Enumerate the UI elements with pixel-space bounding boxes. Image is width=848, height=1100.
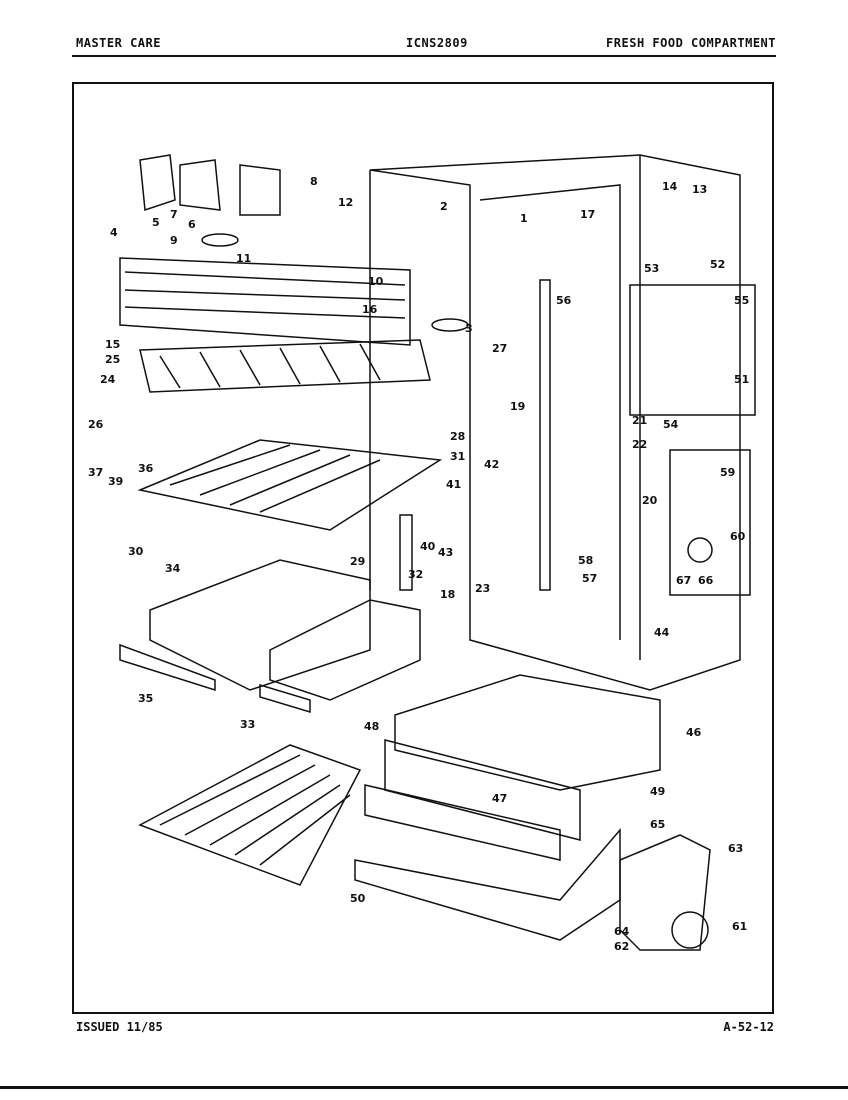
callout-43: 43 — [438, 546, 453, 559]
callout-41: 41 — [446, 478, 461, 491]
callout-19: 19 — [510, 400, 525, 413]
callout-59: 59 — [720, 466, 735, 479]
callout-62: 62 — [614, 940, 629, 953]
callout-5: 5 — [152, 216, 160, 229]
callout-23: 23 — [475, 582, 490, 595]
callout-29: 29 — [350, 555, 365, 568]
callout-66: 66 — [698, 574, 714, 587]
callout-44: 44 — [654, 626, 670, 639]
callout-21: 21 — [632, 414, 647, 427]
callout-7: 7 — [170, 208, 178, 221]
callout-1: 1 — [520, 212, 528, 225]
callout-24: 24 — [100, 373, 116, 386]
callout-42: 42 — [484, 458, 499, 471]
thermostat-parts — [139, 154, 469, 332]
callout-25: 25 — [105, 353, 120, 366]
detail-inset — [619, 284, 756, 951]
callout-33: 33 — [240, 718, 255, 731]
callout-16: 16 — [362, 303, 378, 316]
callout-39: 39 — [108, 475, 123, 488]
callout-31: 31 — [450, 450, 465, 463]
callout-15: 15 — [105, 338, 120, 351]
callout-6: 6 — [188, 218, 196, 231]
callout-58: 58 — [578, 554, 593, 567]
callout-51: 51 — [734, 373, 749, 386]
callout-40: 40 — [420, 540, 436, 553]
brand-header: MASTER CARE — [76, 36, 161, 50]
callout-48: 48 — [364, 720, 379, 733]
wire-shelf — [137, 439, 443, 531]
callout-3: 3 — [465, 322, 473, 335]
callout-50: 50 — [350, 892, 366, 905]
callout-67: 67 — [676, 574, 691, 587]
callout-37: 37 — [88, 466, 103, 479]
callout-27: 27 — [492, 342, 507, 355]
callout-28: 28 — [450, 430, 465, 443]
callout-9: 9 — [170, 234, 178, 247]
callout-10: 10 — [368, 275, 384, 288]
callout-55: 55 — [734, 294, 749, 307]
model-number: ICNS2809 — [406, 36, 468, 50]
callout-30: 30 — [128, 545, 144, 558]
callout-53: 53 — [644, 262, 659, 275]
callout-17: 17 — [580, 208, 595, 221]
callout-20: 20 — [642, 494, 658, 507]
callout-47: 47 — [492, 792, 507, 805]
cabinet-outline — [369, 154, 741, 691]
callout-32: 32 — [408, 568, 423, 581]
callout-49: 49 — [650, 785, 665, 798]
lower-shelf — [138, 744, 362, 886]
callout-22: 22 — [632, 438, 647, 451]
callout-46: 46 — [686, 726, 702, 739]
callout-2: 2 — [440, 200, 448, 213]
shelf-rails — [399, 279, 551, 591]
callout-8: 8 — [310, 175, 318, 188]
callout-36: 36 — [138, 462, 154, 475]
callout-35: 35 — [138, 692, 153, 705]
header-rule — [72, 55, 776, 57]
callout-34: 34 — [165, 562, 181, 575]
callout-61: 61 — [732, 920, 747, 933]
callout-14: 14 — [662, 180, 678, 193]
callout-56: 56 — [556, 294, 572, 307]
light-housing — [119, 257, 411, 346]
callout-52: 52 — [710, 258, 725, 271]
callout-11: 11 — [236, 252, 251, 265]
callout-63: 63 — [728, 842, 743, 855]
callout-54: 54 — [663, 418, 679, 431]
callout-57: 57 — [582, 572, 597, 585]
callout-60: 60 — [730, 530, 746, 543]
section-title: FRESH FOOD COMPARTMENT — [606, 36, 776, 50]
callout-64: 64 — [614, 925, 630, 938]
meat-keeper — [354, 674, 661, 941]
callout-12: 12 — [338, 196, 353, 209]
crisper-drawers — [119, 559, 421, 714]
callout-65: 65 — [650, 818, 665, 831]
page-code: A-52-12 — [723, 1020, 774, 1034]
callout-4: 4 — [110, 226, 118, 239]
upper-shelf — [139, 339, 431, 393]
bottom-rule — [0, 1086, 848, 1089]
diagram-frame — [72, 82, 774, 1014]
callout-26: 26 — [88, 418, 104, 431]
issued-date: ISSUED 11/85 — [76, 1020, 163, 1034]
callout-13: 13 — [692, 183, 707, 196]
callout-18: 18 — [440, 588, 455, 601]
